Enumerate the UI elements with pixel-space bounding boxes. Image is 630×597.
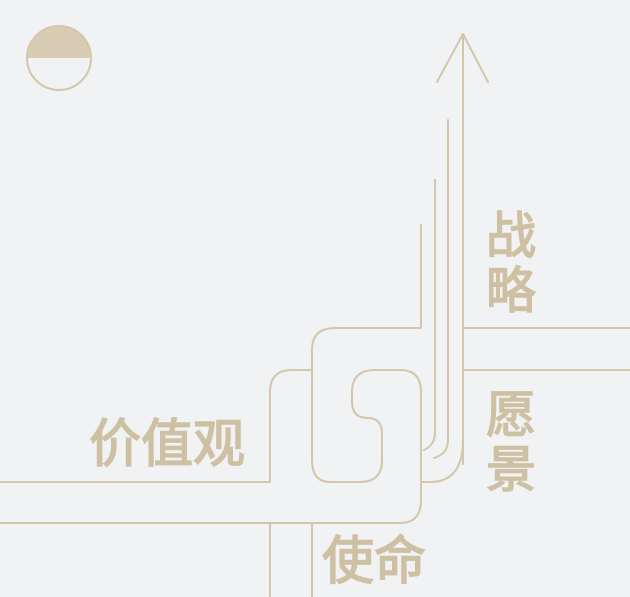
rail-inner-2 bbox=[423, 179, 436, 451]
path-lines bbox=[0, 33, 630, 597]
rail-inner-1 bbox=[433, 119, 449, 459]
strategy-label-1: 战 bbox=[486, 206, 536, 265]
vision-label-1: 愿 bbox=[486, 385, 536, 444]
values-label: 价值观 bbox=[89, 414, 245, 475]
mission-label: 使命 bbox=[321, 531, 426, 592]
half-circle-outline bbox=[26, 25, 92, 91]
vision-label-2: 景 bbox=[486, 440, 536, 499]
mission-band bbox=[0, 481, 422, 524]
half-circle-fill bbox=[27, 26, 91, 58]
values-band bbox=[0, 369, 313, 483]
vision-loop bbox=[311, 224, 464, 483]
strategy-label-2: 略 bbox=[486, 261, 537, 320]
half-circle-logo bbox=[26, 25, 92, 91]
